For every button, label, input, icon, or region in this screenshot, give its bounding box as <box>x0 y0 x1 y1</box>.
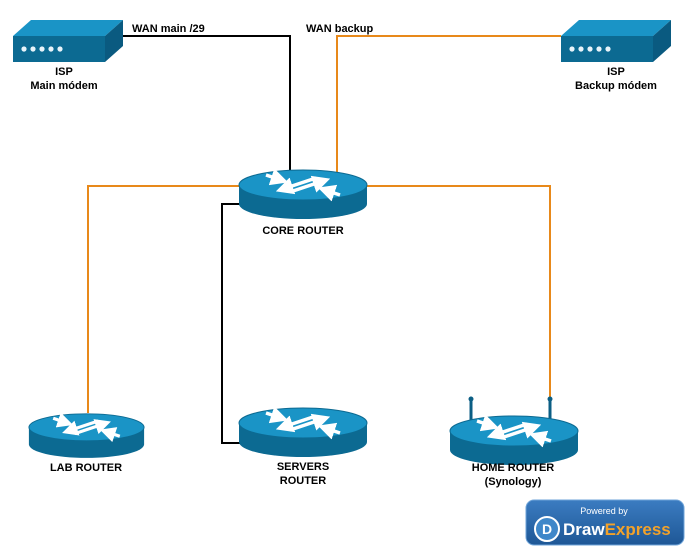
link-core-servers <box>221 203 255 444</box>
home-router-label-line2: (Synology) <box>485 476 542 488</box>
isp-main-modem-node: ISP Main módem <box>13 20 123 92</box>
router-icon <box>450 416 578 465</box>
drawexpress-d-icon <box>534 516 560 542</box>
isp-backup-label-line2: Backup módem <box>575 80 657 92</box>
home-router-label-line1: HOME ROUTER <box>472 462 555 474</box>
link-core-home <box>366 185 551 398</box>
core-router-node: CORE ROUTER <box>239 170 367 237</box>
link-wan-backup <box>336 35 561 172</box>
isp-main-label-line1: ISP <box>55 66 73 78</box>
brand-draw: Draw <box>563 520 605 539</box>
core-router-label: CORE ROUTER <box>262 225 343 237</box>
link-label-wan-backup: WAN backup <box>306 23 374 35</box>
router-icon <box>239 170 367 219</box>
link-label-wan-main: WAN main /29 <box>132 23 205 35</box>
drawexpress-brand-label: DrawExpress <box>563 520 671 539</box>
lab-router-label: LAB ROUTER <box>50 462 122 474</box>
isp-main-label-line2: Main módem <box>30 80 97 92</box>
router-icon <box>239 408 367 457</box>
link-core-lab <box>87 185 240 413</box>
modem-icon <box>13 20 123 62</box>
servers-router-label-line2: ROUTER <box>280 475 327 487</box>
antenna-right-tip-icon <box>547 396 553 402</box>
modem-icon <box>561 20 671 62</box>
servers-router-label-line1: SERVERS <box>277 461 329 473</box>
brand-express: Express <box>605 520 671 539</box>
powered-by-label: Powered by <box>580 506 628 516</box>
servers-router-node: SERVERS ROUTER <box>239 408 367 487</box>
isp-backup-modem-node: ISP Backup módem <box>561 20 671 92</box>
home-router-node: HOME ROUTER (Synology) <box>450 396 578 488</box>
isp-backup-label-line1: ISP <box>607 66 625 78</box>
drawexpress-d-letter: D <box>542 521 552 537</box>
antenna-left-tip-icon <box>468 396 474 402</box>
lab-router-node: LAB ROUTER <box>29 414 144 474</box>
link-wan-main <box>123 35 291 171</box>
router-icon <box>29 414 144 458</box>
logo-badge-background <box>525 499 685 546</box>
drawexpress-logo: Powered by D DrawExpress <box>525 499 685 546</box>
